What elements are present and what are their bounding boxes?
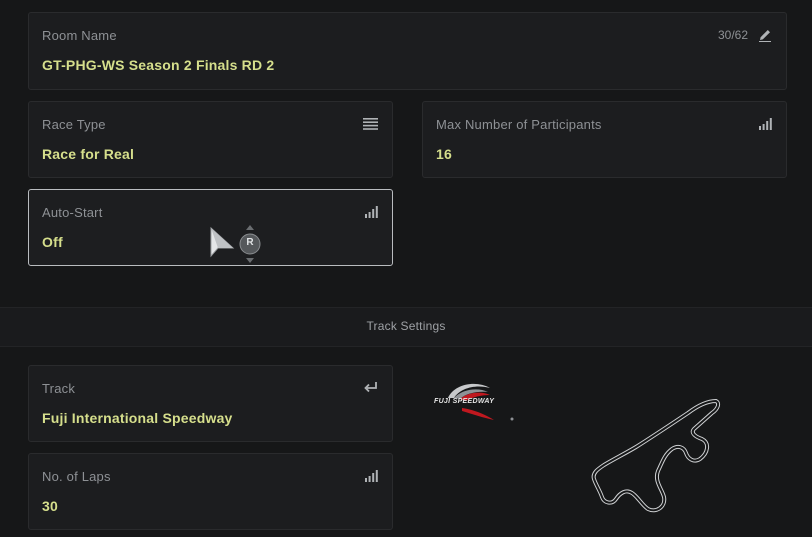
room-name-field[interactable]: Room Name 30/62 GT-PHG-WS Season 2 Final…: [28, 12, 787, 90]
enter-icon: [364, 381, 378, 399]
auto-start-field[interactable]: Auto-Start Off R: [28, 189, 393, 266]
race-type-label: Race Type: [42, 117, 106, 132]
room-name-label: Room Name: [42, 28, 117, 43]
room-name-value: GT-PHG-WS Season 2 Finals RD 2: [42, 57, 275, 73]
track-field[interactable]: Track Fuji International Speedway: [28, 365, 393, 442]
list-icon: [363, 117, 378, 135]
race-type-field[interactable]: Race Type Race for Real: [28, 101, 393, 178]
signal-bars-icon: [365, 205, 378, 223]
right-stick-hint-icon: R: [239, 224, 261, 264]
signal-bars-icon: [759, 117, 772, 135]
room-name-char-counter: 30/62: [717, 28, 748, 42]
auto-start-label: Auto-Start: [42, 205, 103, 220]
cursor-arrow-icon: [209, 226, 235, 263]
laps-label: No. of Laps: [42, 469, 111, 484]
section-title: Track Settings: [366, 319, 446, 333]
auto-start-value: Off: [42, 234, 63, 250]
signal-bars-icon: [365, 469, 378, 487]
track-layout-map: [590, 393, 725, 516]
track-value: Fuji International Speedway: [42, 410, 233, 426]
pencil-icon[interactable]: [758, 28, 772, 47]
fuji-speedway-logo-text: FUJI SPEEDWAY: [434, 398, 495, 405]
track-settings-header: Track Settings: [0, 307, 812, 347]
laps-field[interactable]: No. of Laps 30: [28, 453, 393, 530]
max-participants-value: 16: [436, 146, 452, 162]
right-stick-label: R: [246, 237, 254, 248]
track-label: Track: [42, 381, 76, 396]
race-type-value: Race for Real: [42, 146, 135, 162]
max-participants-label: Max Number of Participants: [436, 117, 602, 132]
laps-value: 30: [42, 498, 58, 514]
max-participants-field[interactable]: Max Number of Participants 16: [422, 101, 787, 178]
fuji-speedway-logo: FUJI SPEEDWAY: [432, 380, 522, 424]
